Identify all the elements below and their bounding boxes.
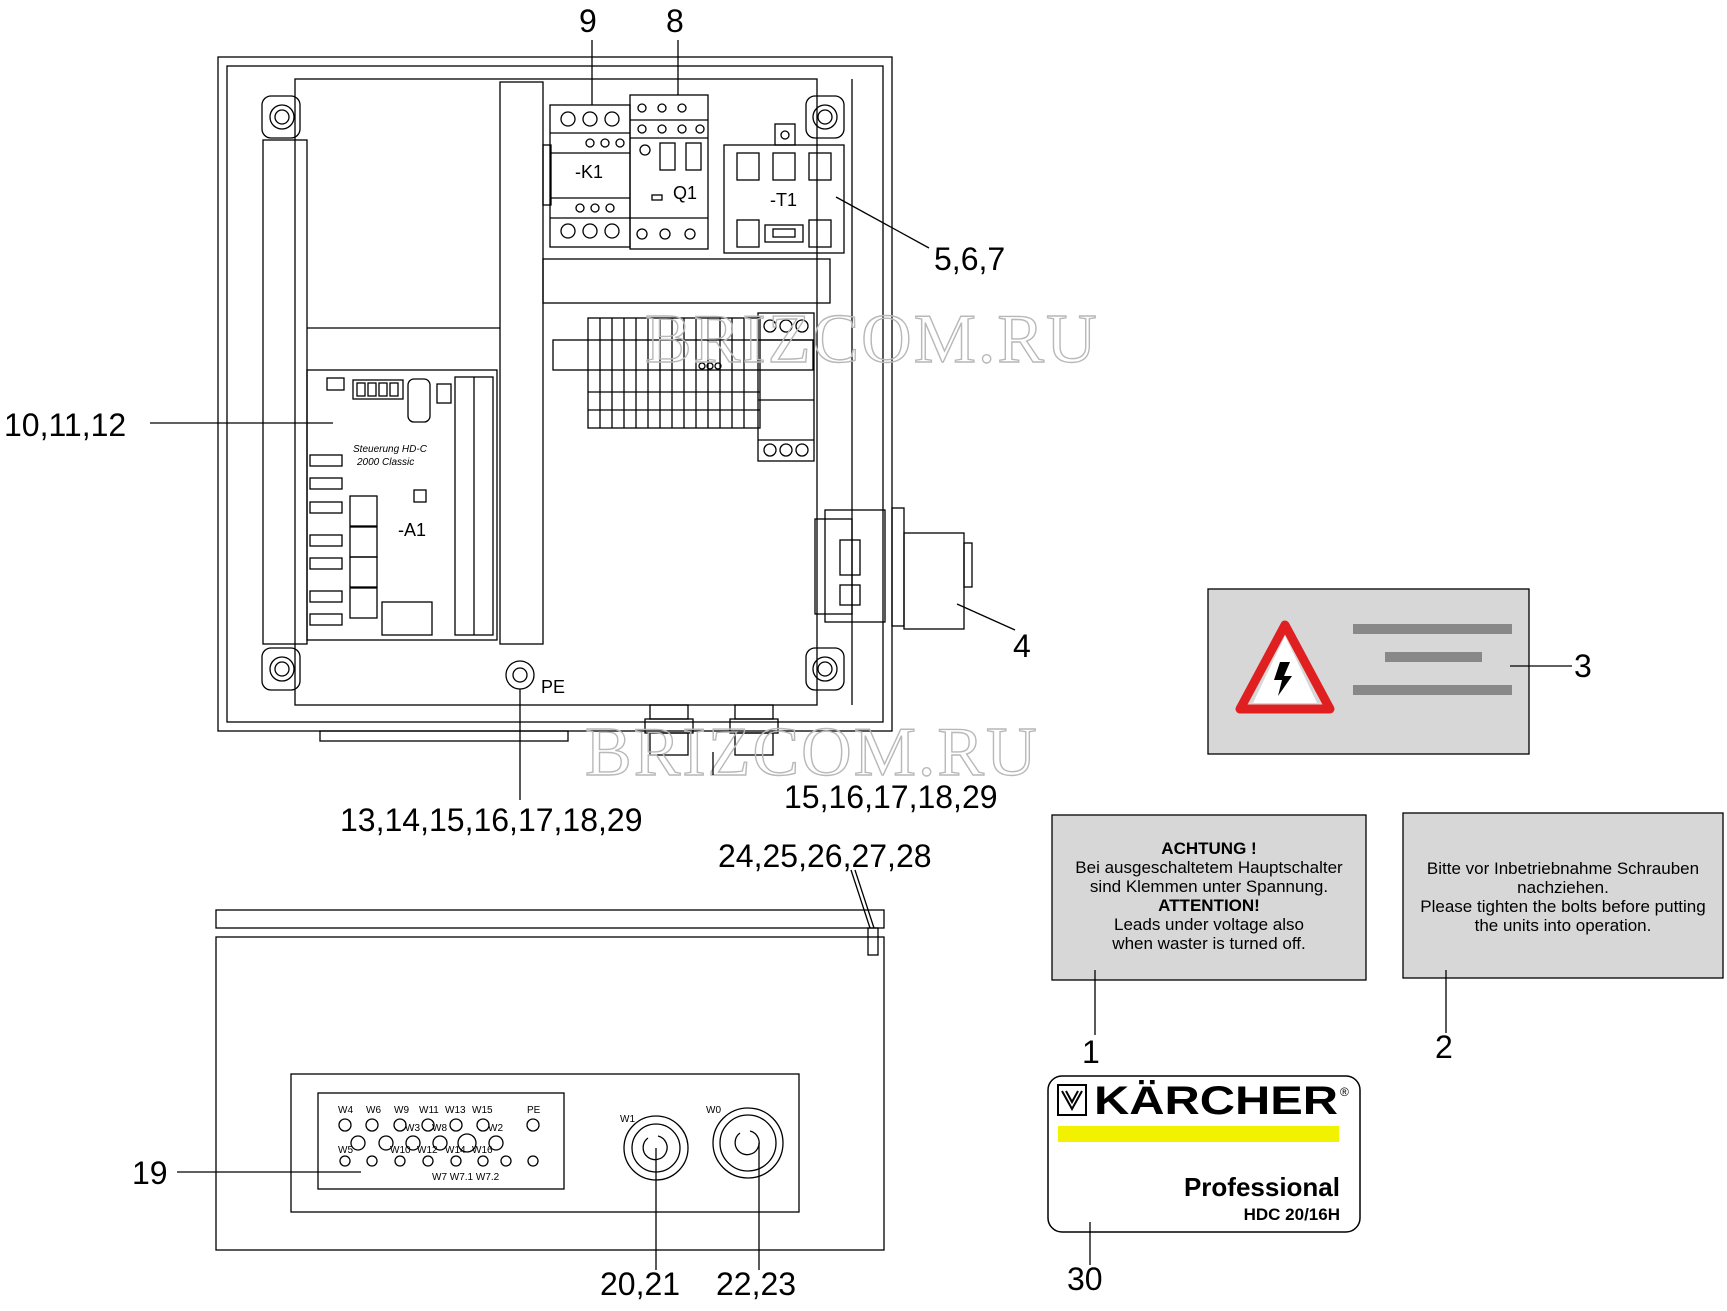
warning-label [1207,588,1530,755]
pe-earth-bolt [505,660,535,690]
terminal-label: W8 [432,1123,447,1134]
text-bar [1353,624,1512,634]
terminal-label: W16 [472,1145,493,1156]
cabinet-bottom-lip [319,730,569,742]
cabinet-outer-frame [217,56,893,732]
board-text-line1: Steuerung HD-C [353,444,428,455]
label-k1: -K1 [575,162,603,182]
terminal-label: W7 W7.1 W7.2 [432,1172,500,1183]
text-bar [1385,652,1482,662]
high-voltage-warning-icon [1235,620,1335,714]
watermark-upper: BRIZCOM.RU [645,301,1099,378]
door-connector-field [290,1073,800,1213]
gland-w0 [712,1107,784,1179]
instruction-label-2: Bitte vor Inbetriebnahme Schrauben nachz… [1402,812,1724,979]
cabinet-inner-frame [226,65,884,723]
label1-line4: ATTENTION! [1158,896,1260,915]
terminal-label: W9 [394,1105,409,1116]
callout-22-23: 22,23 [716,1266,796,1302]
model-name: HDC 20/16H [1244,1205,1340,1224]
terminal-label: W11 [419,1105,439,1116]
callout-24-28: 24,25,26,27,28 [718,838,932,874]
cable-duct-left [262,139,308,645]
label-a1: -A1 [398,520,426,540]
callout-1: 1 [1082,1034,1100,1070]
cable-duct-middle [499,81,544,645]
terminal-block [552,312,815,462]
corner-screw-br [805,647,845,691]
terminal-label-w1: W1 [620,1114,635,1125]
label1-line5: Leads under voltage also [1114,915,1304,934]
corner-screw-tl [261,95,301,139]
terminal-label: PE [527,1105,541,1116]
callout-20-21: 20,21 [600,1266,680,1302]
terminal-label: W14 [445,1145,466,1156]
registered-mark-icon: ® [1340,1085,1349,1099]
cable-duct-top [542,258,831,304]
transformer-t1 [723,123,845,254]
lightning-bolt-icon [1274,662,1292,696]
callout-9: 9 [579,3,597,39]
callout-13-29: 13,14,15,16,17,18,29 [340,802,643,838]
terminal-holes [338,1118,540,1167]
terminal-label-w0: W0 [706,1105,721,1116]
yellow-stripe [1058,1126,1339,1142]
callout-8: 8 [666,3,684,39]
label2-line3: Please tighten the bolts before putting [1420,897,1705,916]
label-t1: -T1 [770,190,797,210]
label1-line1: ACHTUNG ! [1161,839,1256,858]
callout-5-6-7: 5,6,7 [934,241,1005,277]
watermark-lower: BRIZCOM.RU [585,714,1039,791]
terminal-label: W4 [338,1105,353,1116]
corner-screw-tr [805,95,845,139]
product-line: Professional [1184,1172,1340,1202]
callout-3: 3 [1574,648,1592,684]
cabinet-door [215,909,885,1251]
label2-line2: nachziehen. [1517,878,1609,897]
terminal-label: W5 [338,1145,353,1156]
text-bar [1353,685,1512,695]
callout-10-11-12: 10,11,12 [4,407,126,443]
terminal-label: W2 [488,1123,503,1134]
callout-2: 2 [1435,1029,1453,1065]
leader-lines [150,40,1572,1270]
terminal-label: W3 [405,1123,420,1134]
label2-line1: Bitte vor Inbetriebnahme Schrauben [1427,859,1699,878]
label1-line6: when waster is turned off. [1111,934,1305,953]
cable-glands [644,704,779,756]
corner-screw-bl [261,647,301,691]
karcher-logo-icon [1057,1084,1087,1116]
terminal-panel-labels: W4 W6 W9 W11 W13 W15 PE W3 W8 W2 W5 W10 … [338,1105,721,1183]
callout-30: 30 [1067,1261,1103,1297]
control-board-a1 [306,369,498,641]
terminal-label: W15 [472,1105,493,1116]
terminal-label: W6 [366,1105,381,1116]
callout-4: 4 [1013,628,1031,664]
terminal-label: W10 [390,1145,411,1156]
label1-line3: sind Klemmen unter Spannung. [1090,877,1328,896]
label-pe: PE [541,677,565,697]
mounting-plate [294,78,818,706]
terminal-label: W12 [417,1145,438,1156]
brand-name: KÄRCHER [1094,1079,1338,1123]
callout-19: 19 [132,1155,168,1191]
terminal-label: W13 [445,1105,466,1116]
door-terminal-panel [317,1092,565,1190]
door-panel [215,936,885,1251]
label1-line2: Bei ausgeschaltetem Hauptschalter [1075,858,1343,877]
label-q1: Q1 [673,183,697,203]
nameplate: KÄRCHER ® Professional HDC 20/16H [1047,1075,1361,1233]
motor-protection-switch-q1 [629,94,709,250]
label2-line4: the units into operation. [1475,916,1652,935]
contactor-k1 [542,104,631,248]
caution-label-1: ACHTUNG ! Bei ausgeschaltetem Hauptschal… [1051,814,1367,981]
main-switch [814,507,973,630]
control-cabinet [217,56,973,756]
callout-15-29: 15,16,17,18,29 [784,779,998,815]
callout-numbers: 9 8 5,6,7 10,11,12 4 3 13,14,15,16,17,18… [4,3,1592,1302]
door-top-edge [215,909,885,929]
board-text-line2: 2000 Classic [356,457,414,468]
